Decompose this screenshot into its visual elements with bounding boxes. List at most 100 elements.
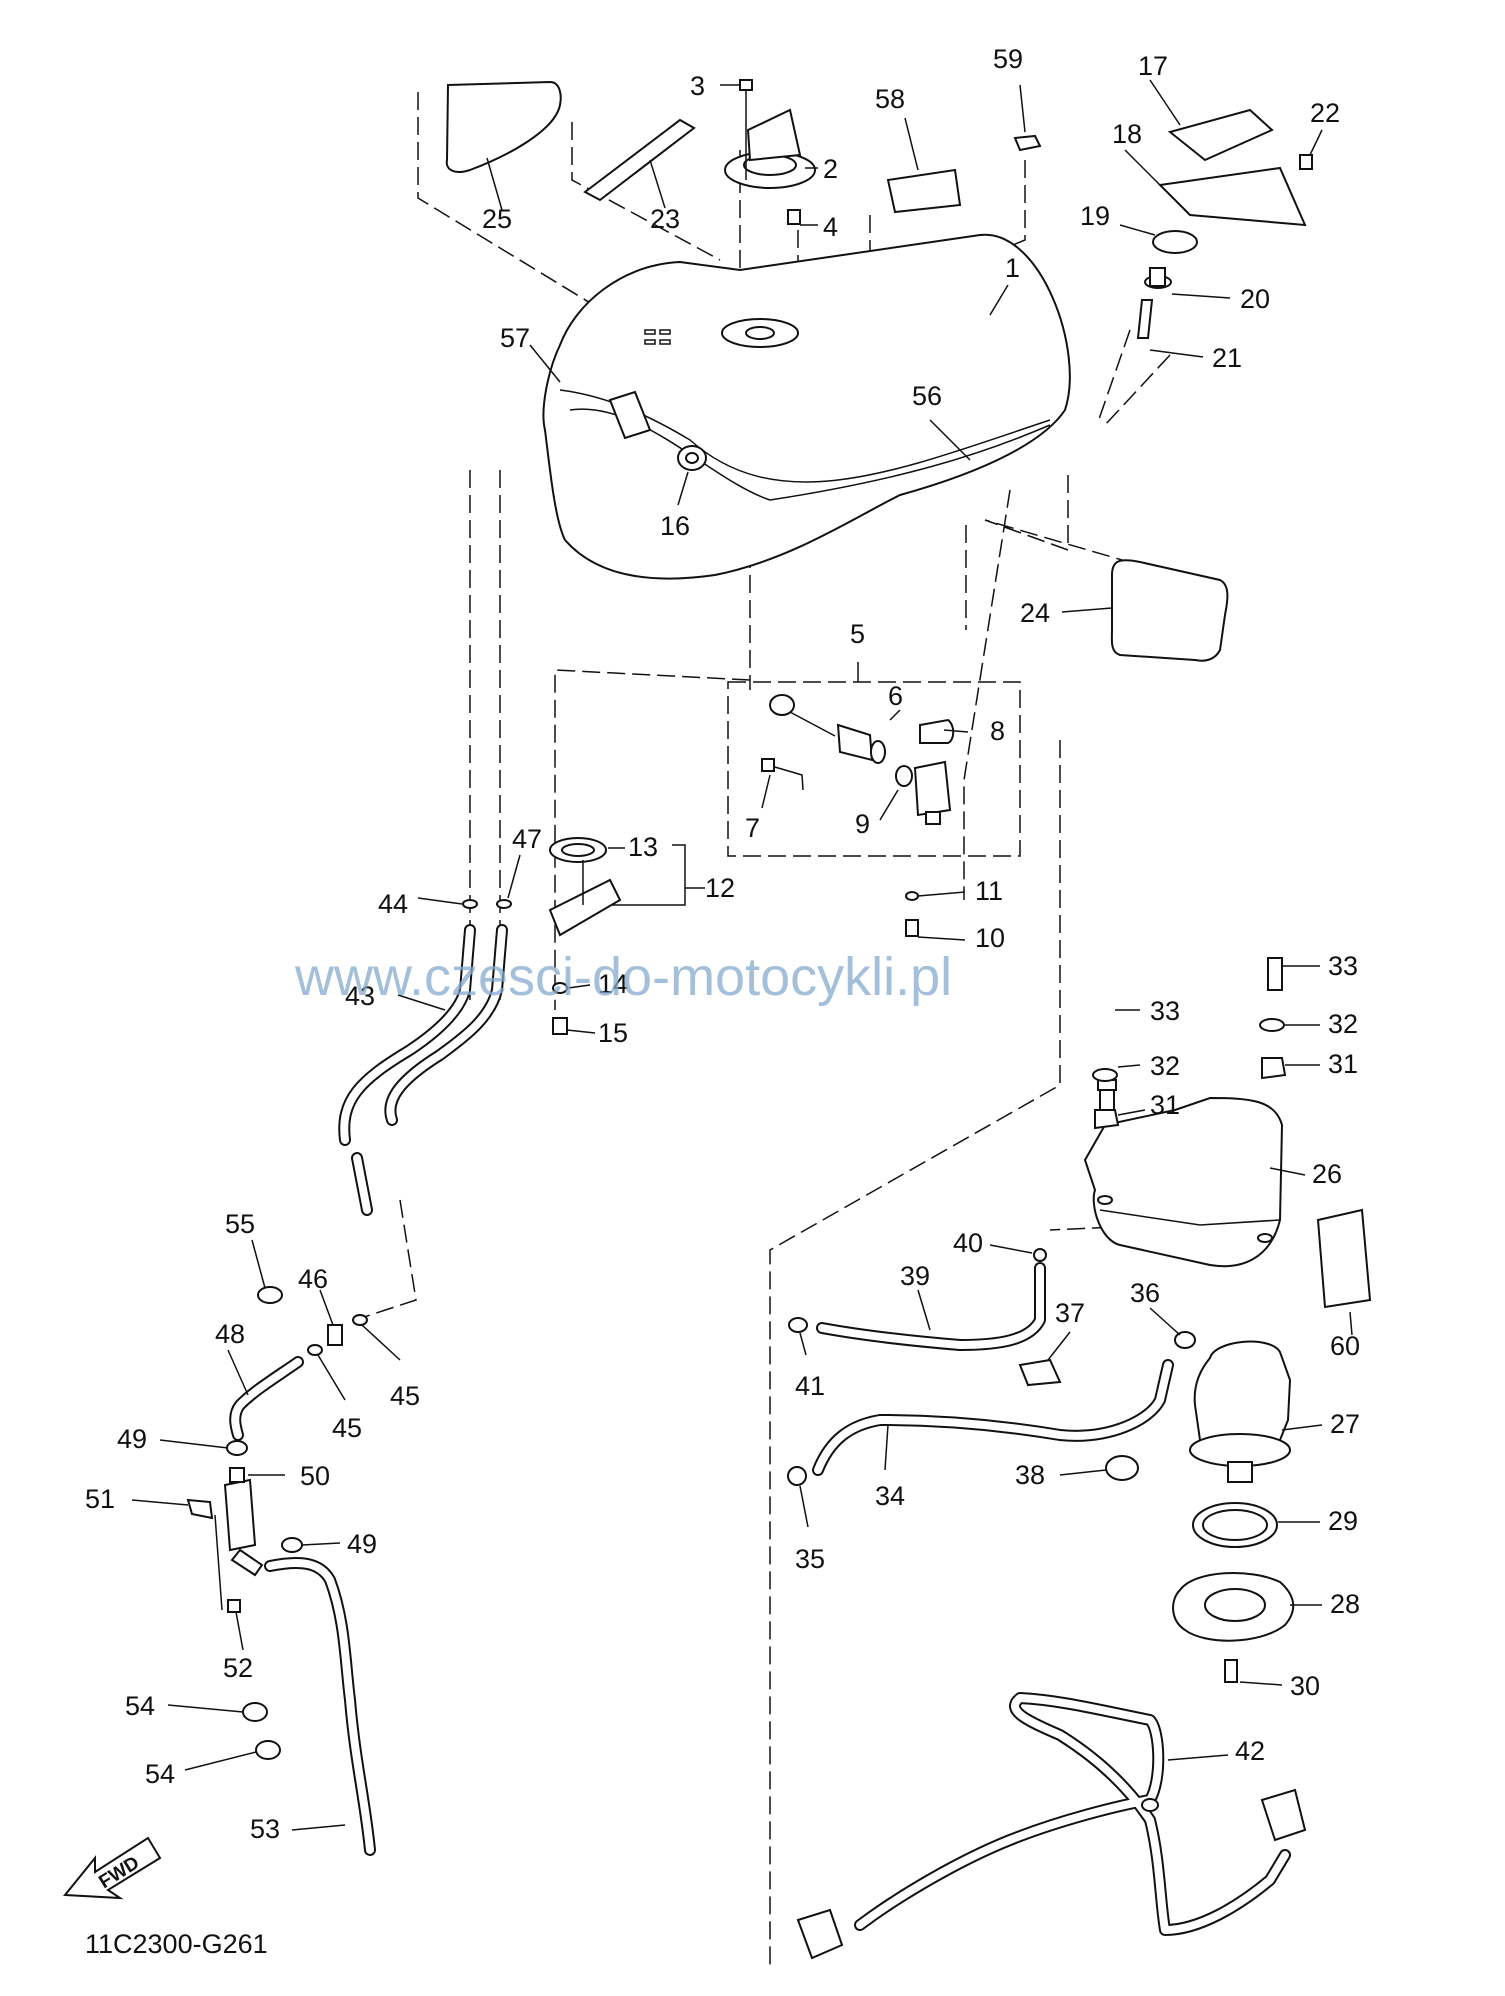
part-49-clamps [159,1439,341,1553]
part-30-bolt [1224,1659,1283,1686]
label-11: 11 [975,876,1003,906]
part-18-bracket [1124,149,1307,227]
watermark-text: www.czesci-do-motocykli.pl [294,947,952,1007]
label-24: 24 [1020,598,1050,628]
part-24-pad [1061,559,1229,662]
callout-labels: 1 2 3 4 5 6 7 8 9 10 11 12 13 14 15 16 1… [85,44,1360,1844]
label-42: 42 [1235,1736,1265,1766]
part-29-gasket [1192,1502,1320,1548]
label-9: 9 [855,809,870,839]
label-28: 28 [1330,1589,1360,1619]
label-38: 38 [1015,1460,1045,1490]
label-59: 59 [993,44,1023,74]
label-37: 37 [1055,1298,1085,1328]
label-30: 30 [1290,1671,1320,1701]
part-57-leader [529,344,561,383]
label-45b: 45 [390,1381,420,1411]
label-31b: 31 [1150,1090,1180,1120]
part-41-clamp [788,1317,808,1356]
label-14: 14 [598,969,628,999]
label-48: 48 [215,1319,245,1349]
label-44: 44 [378,889,408,919]
part-48-hose [227,1349,304,1441]
label-22: 22 [1310,98,1340,128]
label-12: 12 [705,873,735,903]
label-41: 41 [795,1371,825,1401]
label-32b: 32 [1150,1051,1180,1081]
part-17-clip [1149,79,1274,162]
part-54-clamps [167,1702,281,1771]
label-23: 23 [650,204,680,234]
label-5: 5 [850,619,865,649]
label-33b: 33 [1150,996,1180,1026]
label-7: 7 [745,813,760,843]
label-60: 60 [1330,1331,1360,1361]
label-31a: 31 [1328,1049,1358,1079]
label-32a: 32 [1328,1009,1358,1039]
label-56: 56 [912,381,942,411]
label-50: 50 [300,1461,330,1491]
label-46: 46 [298,1264,328,1294]
label-55: 55 [225,1209,255,1239]
part-60-pad [1316,1208,1372,1336]
part-50-filter [223,1467,285,1577]
part-3-bolt [720,79,753,180]
label-15: 15 [598,1018,628,1048]
part-46-joint [319,1289,343,1346]
label-27: 27 [1330,1409,1360,1439]
label-17: 17 [1138,51,1168,81]
part-12-13-strainer [548,837,705,1035]
label-52: 52 [223,1653,253,1683]
part-40-clamp [989,1244,1047,1262]
label-33a: 33 [1328,951,1358,981]
label-36: 36 [1130,1278,1160,1308]
part-16-cap [677,445,707,506]
label-8: 8 [990,716,1005,746]
part-21-bolt [1136,299,1204,358]
part-20-collar [1144,267,1231,299]
part-56-leader [929,419,971,461]
part-25-pad [445,80,562,211]
label-34: 34 [875,1481,905,1511]
part-51-bracket [131,1498,223,1611]
part-19-damper [1119,224,1198,254]
part-52-bolt [227,1599,244,1651]
label-4: 4 [823,212,838,242]
label-49b: 49 [347,1529,377,1559]
label-1: 1 [1005,253,1020,283]
part-55-clamp [251,1239,283,1304]
part-42-hose-harness [796,1692,1307,1960]
part-45-clips [307,1314,401,1401]
label-2: 2 [823,154,838,184]
part-38-clamp [1059,1455,1139,1481]
label-29: 29 [1328,1506,1358,1536]
label-25: 25 [482,204,512,234]
label-45a: 45 [332,1413,362,1443]
label-58: 58 [875,84,905,114]
part-34-hose [812,1359,1174,1476]
part-5-fuel-cock-assembly [761,662,969,941]
label-6: 6 [888,681,903,711]
label-10: 10 [975,923,1005,953]
label-51: 51 [85,1484,115,1514]
part-32-washers [1092,1018,1320,1082]
label-49a: 49 [117,1424,147,1454]
part-23-strip [583,118,696,209]
label-40: 40 [953,1228,983,1258]
part-59-grommet [1013,84,1042,152]
label-13: 13 [628,832,658,862]
part-53-hose [264,1556,376,1856]
part-1-leader [989,284,1009,316]
part-39-hose [816,1262,1046,1351]
part-35-clamp [787,1466,809,1528]
label-39: 39 [900,1261,930,1291]
label-54a: 54 [125,1691,155,1721]
diagram-code: 11C2300-G261 [85,1929,268,1959]
label-20: 20 [1240,284,1270,314]
label-26: 26 [1312,1159,1342,1189]
label-18: 18 [1112,119,1142,149]
label-21: 21 [1212,343,1242,373]
part-22-bolt [1299,129,1323,170]
fwd-arrow-icon: FWD [62,1836,162,1900]
